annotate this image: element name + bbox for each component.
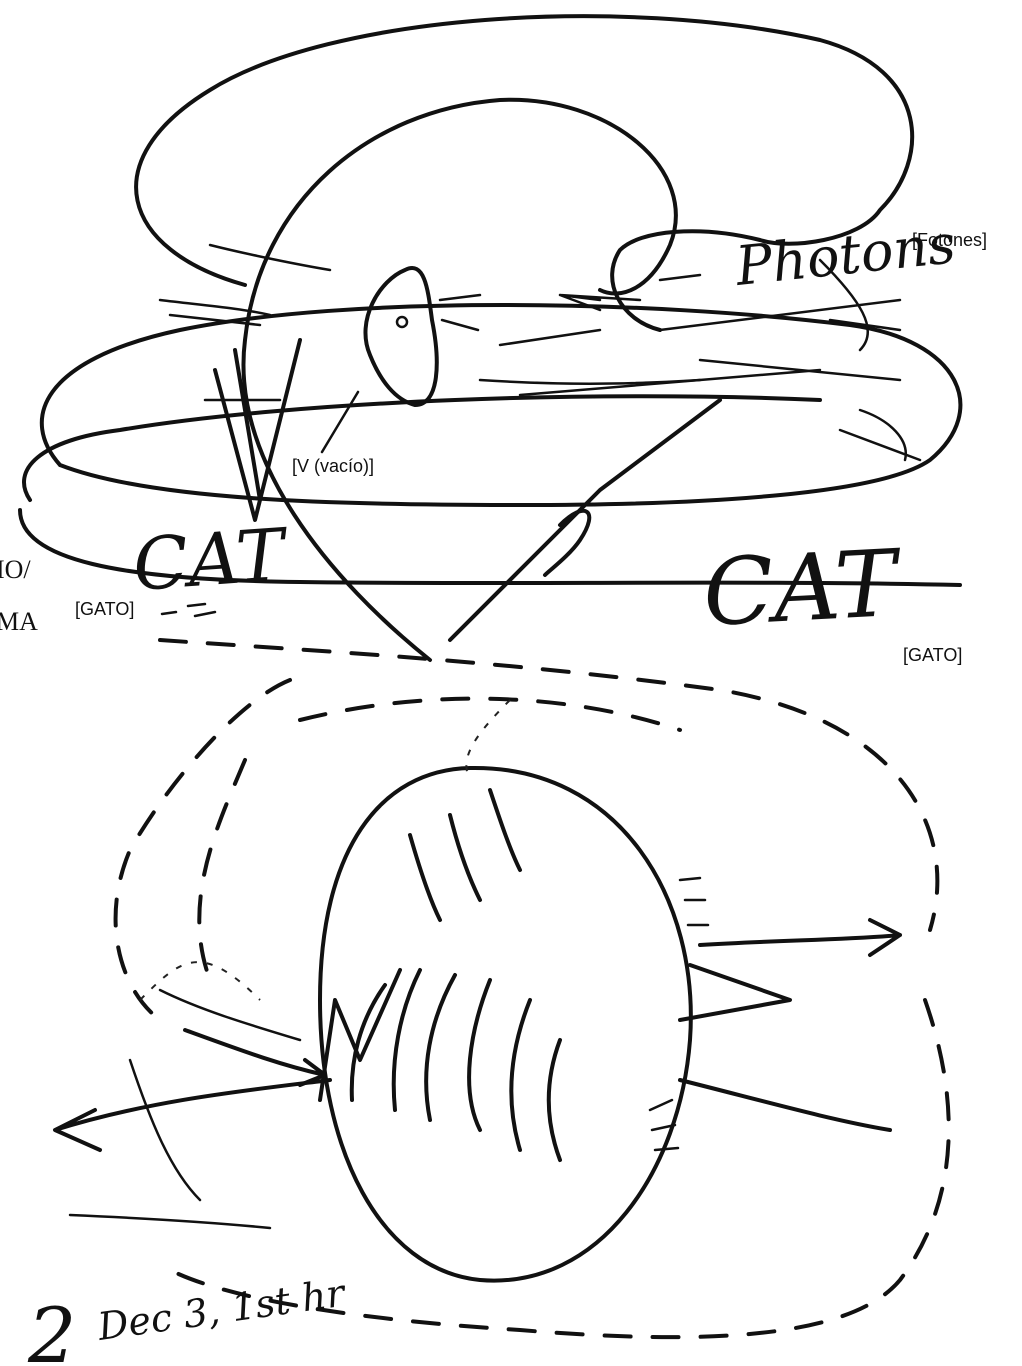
label-gato-right: [GATO] xyxy=(903,645,962,665)
dashed-upper-arc xyxy=(116,680,290,1020)
handwritten-cat-right: CAT xyxy=(701,530,905,647)
upper-ellipse xyxy=(42,305,961,505)
cutoff-text-line1: IO/ xyxy=(0,555,31,584)
handwritten-photons: Photons xyxy=(732,212,959,298)
handwritten-cat-left: CAT xyxy=(130,512,292,607)
fine-dashes xyxy=(140,700,510,1000)
v-mark-strokes xyxy=(215,340,300,520)
inner-teardrop-loop xyxy=(243,100,675,660)
top-arrows xyxy=(170,275,920,460)
cutoff-text-line2: MA xyxy=(0,607,38,636)
small-loop-whiskers xyxy=(440,295,480,330)
gato-left-dashes xyxy=(162,604,215,616)
egg-triangle xyxy=(680,965,790,1020)
handwritten-date-note: Dec 3, 1st hr xyxy=(94,1270,350,1349)
egg-arrow-into-egg xyxy=(185,1030,325,1085)
small-dot xyxy=(397,317,407,327)
dashed-outer-orbit xyxy=(160,640,949,1337)
handwritten-v: V xyxy=(205,502,214,513)
egg-lines-left xyxy=(70,990,300,1228)
small-inner-loop xyxy=(365,268,436,405)
egg-arrow-left xyxy=(55,1080,330,1150)
egg-stripes xyxy=(352,790,560,1160)
egg-arrow-right-top xyxy=(700,920,900,955)
handwritten-page-number: 2 xyxy=(27,1291,76,1366)
egg-arrow-right-bottom xyxy=(680,1080,890,1130)
diagonal-line xyxy=(450,400,720,640)
diagonal-notch xyxy=(545,511,589,575)
label-gato-left: [GATO] xyxy=(75,599,134,619)
label-vacio: [V (vacío)] xyxy=(292,456,374,476)
label-fotones: [Fotones] xyxy=(912,230,987,250)
vacio-leader-line xyxy=(322,392,358,452)
dashed-inner-orbit xyxy=(199,699,680,980)
